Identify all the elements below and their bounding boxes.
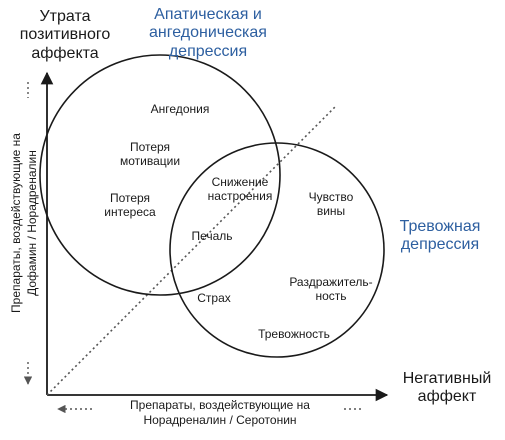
anxious-depression-circle (169, 142, 385, 358)
y-axis-title: Утрата позитивного аффекта (19, 8, 111, 62)
symptom-low-mood: Снижение настроения (207, 175, 273, 204)
anxious-depression-title: Тревожная депрессия (399, 218, 481, 254)
symptom-motivation-loss: Потеря мотивации (119, 140, 181, 169)
apathetic-depression-circle (39, 54, 281, 296)
y-axis-caption: Препараты, воздействующие на Дофамин / Н… (9, 133, 39, 313)
symptom-anxiety: Тревожность (258, 327, 330, 341)
x-axis-title: Негативный аффект (402, 370, 492, 406)
symptom-interest-loss: Потеря интереса (104, 191, 156, 220)
symptom-sadness: Печаль (191, 229, 233, 243)
symptom-fear: Страх (197, 291, 231, 305)
diagonal-dotted-line (46, 105, 337, 396)
symptom-irritability: Раздражитель- ность (289, 275, 373, 304)
apathetic-depression-title: Апатическая и ангедоническая депрессия (149, 6, 267, 60)
x-axis-caption: Препараты, воздействующие на Норадренали… (130, 398, 310, 427)
symptom-guilt: Чувство вины (308, 190, 354, 219)
symptom-anhedonia: Ангедония (150, 102, 210, 116)
